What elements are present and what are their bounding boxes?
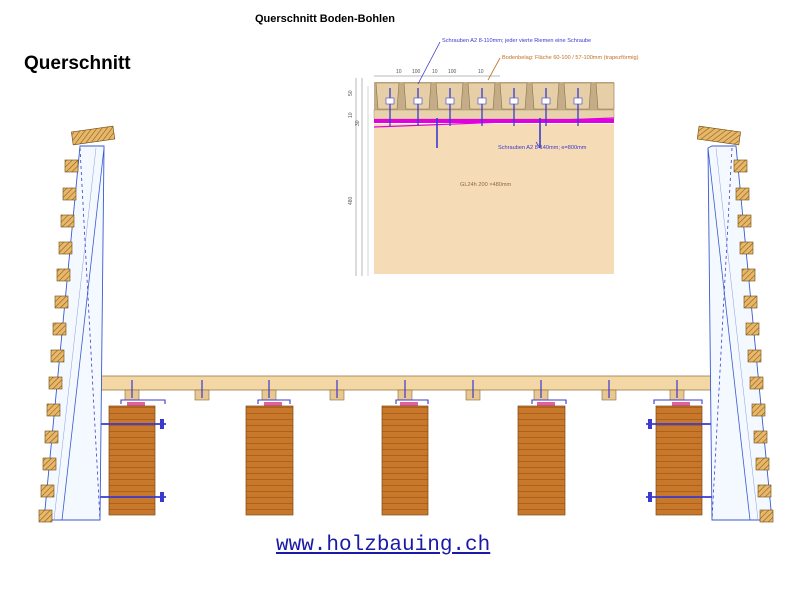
dim-left-2: 10 xyxy=(348,112,354,118)
beam-brackets xyxy=(120,399,703,404)
deck-screws xyxy=(131,380,678,398)
right-cap xyxy=(696,125,741,146)
left-slats xyxy=(38,159,79,523)
bolts xyxy=(94,423,718,498)
section-title: Querschnitt xyxy=(24,53,131,74)
left-cap xyxy=(71,125,116,146)
left-railing xyxy=(38,125,116,523)
note-floor: Bodenbelag: Fläche 60-100 / 57-100mm (tr… xyxy=(502,55,639,61)
beam-1 xyxy=(108,405,156,516)
dim-top-1: 10 xyxy=(396,69,402,75)
beam-3 xyxy=(381,405,429,516)
note-screws-bottom: Schrauben A2 8-140mm; e=800mm xyxy=(498,145,587,151)
beam-2 xyxy=(245,405,294,516)
dim-left-1: 50 xyxy=(348,90,354,96)
dim-top-3: 10 xyxy=(432,69,438,75)
right-slats xyxy=(733,159,774,523)
dim-left-4: 480 xyxy=(348,196,354,205)
glulam-beams xyxy=(108,405,703,516)
beam-5 xyxy=(655,405,703,516)
website-link[interactable]: www.holzbauing.ch xyxy=(276,534,491,557)
dim-top-4: 100 xyxy=(448,69,457,75)
bearing-pads xyxy=(127,402,690,406)
beam-label: GL24h 200 ×480mm xyxy=(460,182,511,188)
dim-left-3: 30 xyxy=(355,120,361,126)
note-screws-top: Schrauben A2 8-110mm; jeder vierte Rieme… xyxy=(442,38,591,44)
right-railing xyxy=(696,125,774,523)
beam-4 xyxy=(517,405,566,516)
magenta-layer xyxy=(374,119,614,123)
glulam-beam-detail xyxy=(374,124,614,274)
dim-top-2: 100 xyxy=(412,69,421,75)
detail-inset: 10 100 10 100 10 50 10 30 480 Schrauben … xyxy=(348,38,639,276)
page-title: Querschnitt Boden-Bohlen xyxy=(255,13,395,25)
dim-top-5: 10 xyxy=(478,69,484,75)
